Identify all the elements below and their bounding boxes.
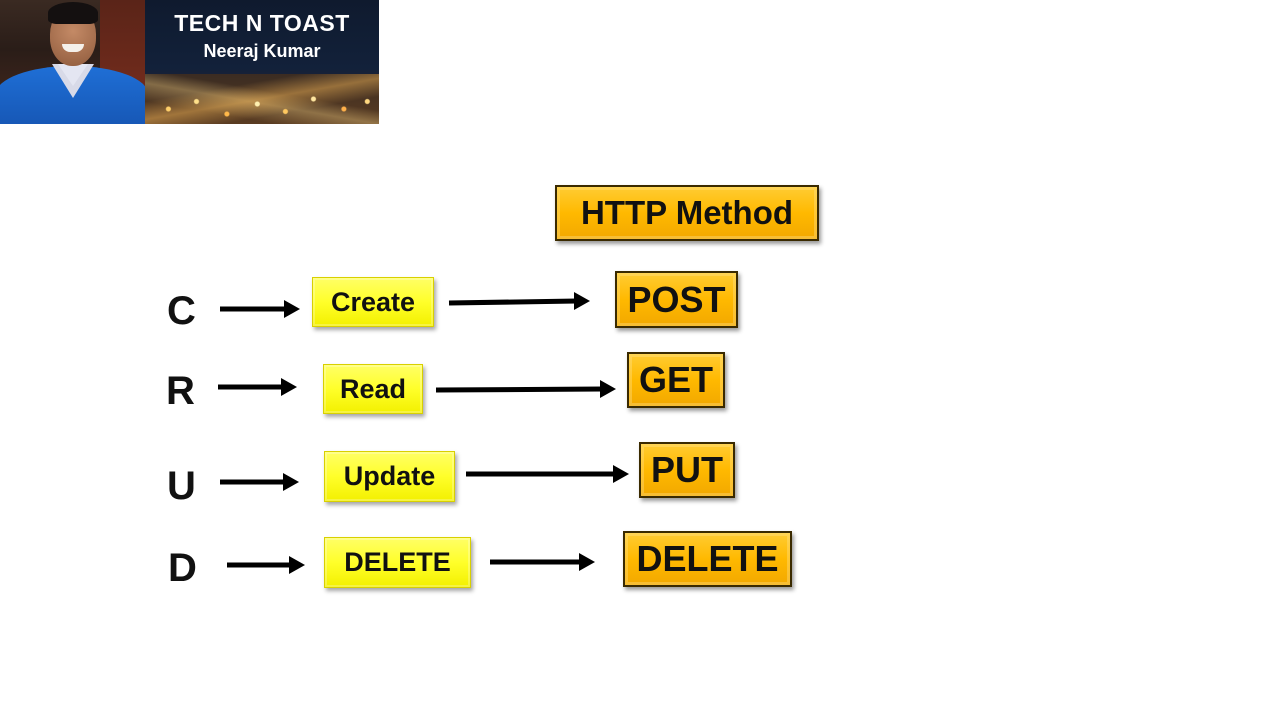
crud-letter-r: R	[166, 369, 195, 413]
arrow-read-to-get-head	[600, 380, 616, 398]
arrow-delete-to-delete-head	[579, 553, 595, 571]
city-lights-background	[145, 74, 379, 124]
crud-letter-d: D	[168, 546, 197, 590]
arrow-d-to-delete-head	[289, 556, 305, 574]
operation-create: Create	[312, 277, 434, 327]
author-name: Neeraj Kumar	[203, 41, 321, 61]
arrow-update-to-put-head	[613, 465, 629, 483]
http-method-header: HTTP Method	[555, 185, 819, 241]
arrow-u-to-update-head	[283, 473, 299, 491]
arrow-r-to-read-head	[281, 378, 297, 396]
channel-brand-panel: TECH N TOAST Neeraj Kumar	[145, 0, 379, 124]
method-put: PUT	[639, 442, 735, 498]
method-get: GET	[627, 352, 725, 408]
crud-letter-c: C	[167, 289, 196, 333]
channel-banner: TECH N TOAST Neeraj Kumar	[0, 0, 379, 124]
arrow-c-to-create-head	[284, 300, 300, 318]
channel-title: TECH N TOAST	[174, 10, 350, 36]
operation-update: Update	[324, 451, 455, 502]
arrow-read-to-get	[435, 386, 604, 393]
arrow-create-to-post-head	[574, 292, 590, 310]
arrow-create-to-post	[448, 298, 578, 306]
crud-letter-u: U	[167, 464, 196, 508]
operation-delete: DELETE	[324, 537, 471, 588]
method-delete: DELETE	[623, 531, 792, 587]
operation-read: Read	[323, 364, 423, 414]
method-post: POST	[615, 271, 738, 328]
presenter-webcam-image	[0, 0, 145, 124]
